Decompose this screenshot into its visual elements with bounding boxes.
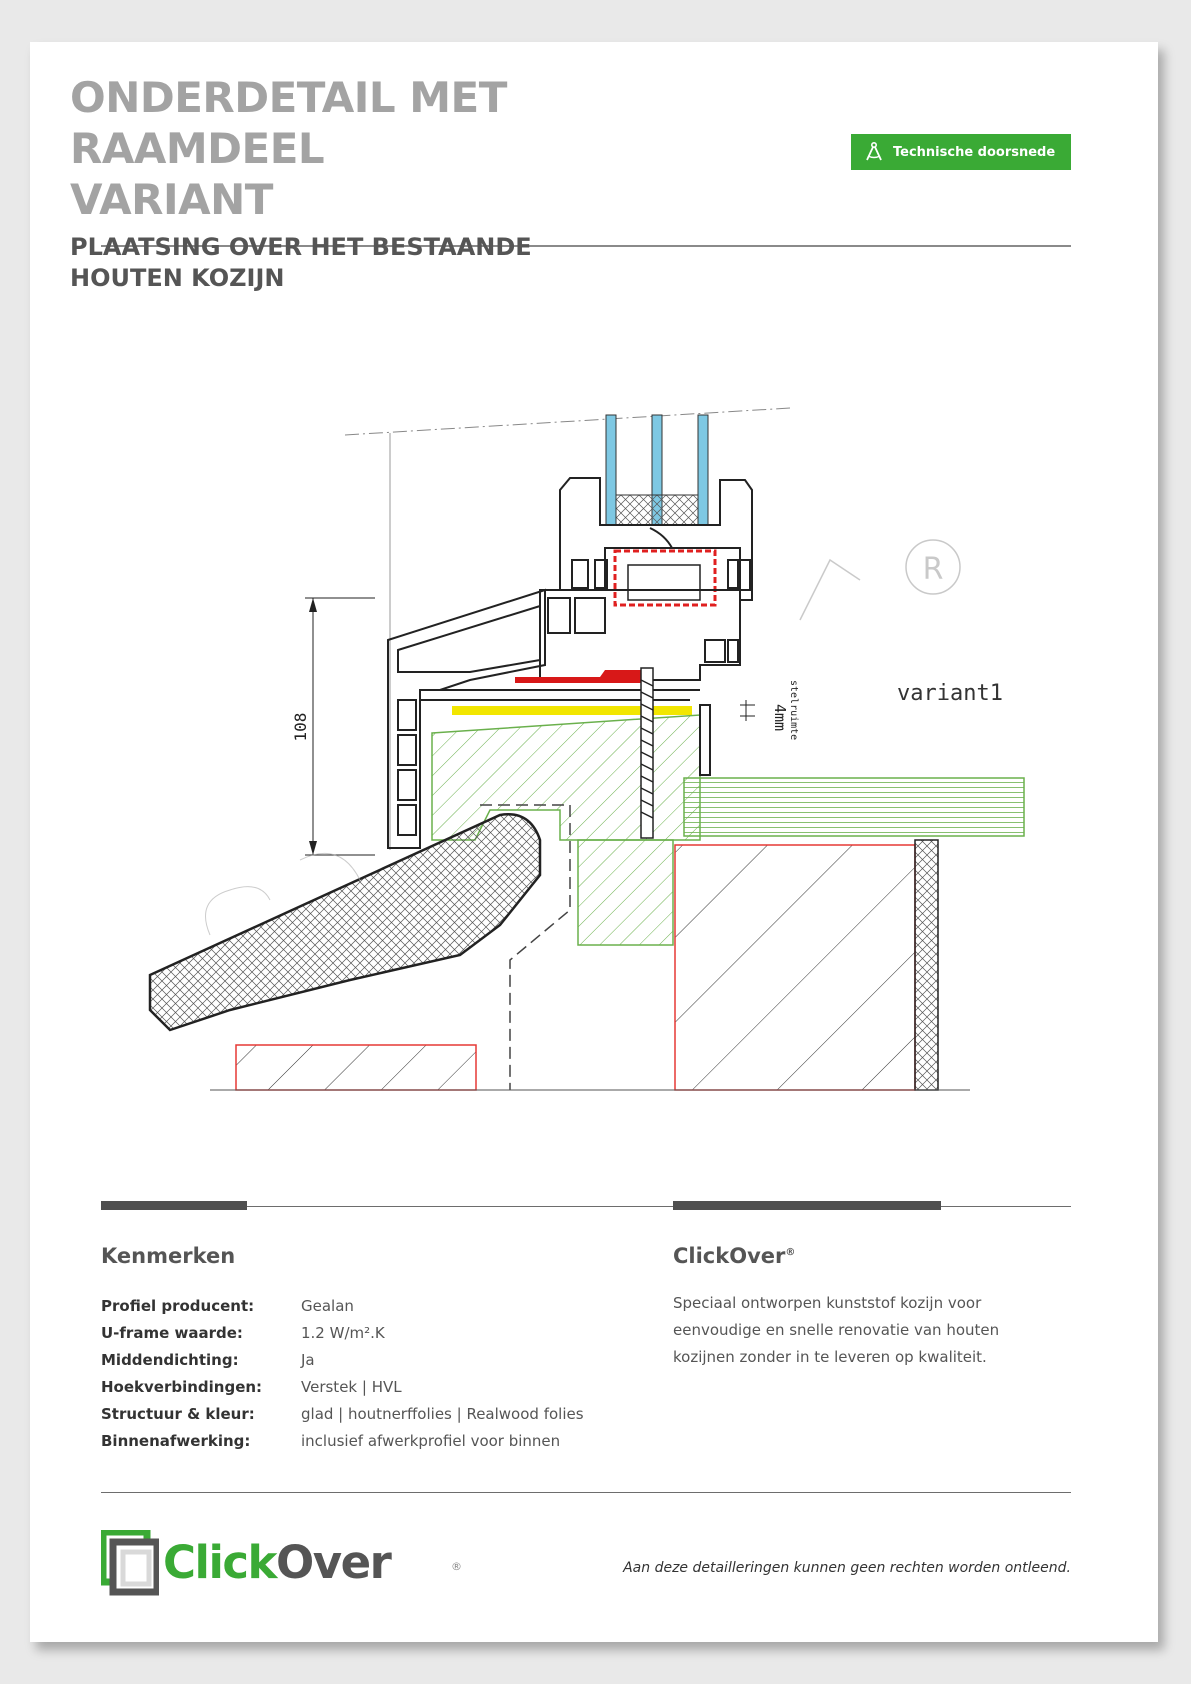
- interior-board: [683, 777, 1025, 837]
- product-heading-mark: ®: [785, 1247, 796, 1258]
- clickover-logo: ClickOver ®: [101, 1530, 462, 1600]
- registered-watermark: R: [799, 539, 961, 621]
- disclaimer: Aan deze detailleringen kunnen geen rech…: [623, 1560, 1071, 1576]
- feature-value: 1.2 W/m².K: [301, 1324, 385, 1342]
- foam-tape: [452, 706, 692, 715]
- product-description: Speciaal ontworpen kunststof kozijn voor…: [673, 1294, 1000, 1366]
- fixing-screw: [640, 667, 654, 839]
- glazing-unit: [605, 414, 709, 526]
- gap-note: stelruimte: [788, 680, 799, 740]
- feature-key: U-frame waarde:: [101, 1324, 243, 1342]
- feature-value: Gealan: [301, 1297, 354, 1315]
- watermark-stroke: [205, 852, 361, 936]
- height-dimension: 108: [291, 597, 375, 856]
- sash-profile: [559, 477, 753, 601]
- wood-subframe: [577, 839, 674, 946]
- variant-label: variant1: [897, 681, 1003, 706]
- features-heading: Kenmerken: [101, 1244, 236, 1268]
- page-title: ONDERDETAIL MET RAAMDEEL VARIANT: [70, 72, 770, 225]
- feature-row: Hoekverbindingen: Verstek | HVL: [101, 1378, 661, 1405]
- badge-label: Technische doorsnede: [893, 144, 1056, 160]
- feature-key: Profiel producent:: [101, 1297, 255, 1315]
- steel-reinforcement: [613, 549, 717, 607]
- feature-value: Verstek | HVL: [301, 1378, 402, 1396]
- section-subtitle-line-1: PLAATSING OVER HET BESTAANDE: [70, 233, 532, 261]
- feature-row: Binnenafwerking: inclusief afwerkprofiel …: [101, 1432, 661, 1459]
- feature-row: Profiel producent: Gealan: [101, 1297, 661, 1324]
- product-divider-accent: [673, 1201, 941, 1210]
- existing-wood-frame: [431, 714, 701, 841]
- logo-registered-mark: ®: [451, 1560, 462, 1573]
- product-heading-text: ClickOver: [673, 1244, 786, 1268]
- inner-wall: [674, 844, 916, 1091]
- logo-mark-icon: [101, 1530, 159, 1596]
- feature-row: Middendichting: Ja: [101, 1351, 661, 1378]
- logo-wordmark: ClickOver: [163, 1530, 392, 1596]
- dimension-label: 108: [291, 713, 310, 742]
- section-subtitle-line-2: HOUTEN KOZIJN: [70, 264, 285, 292]
- page-title-line-2: VARIANT: [70, 175, 273, 224]
- gap-annotation: 4mm stelruimte: [740, 680, 799, 740]
- compass-icon: [863, 141, 885, 163]
- outer-wall: [235, 1044, 477, 1091]
- svg-text:R: R: [923, 552, 944, 587]
- header-divider: [101, 245, 1071, 247]
- reference-line: [344, 407, 791, 436]
- product-heading: ClickOver®: [673, 1244, 795, 1268]
- feature-key: Binnenafwerking:: [101, 1432, 251, 1450]
- features-table: Profiel producent: Gealan U-frame waarde:…: [101, 1297, 661, 1459]
- feature-value: Ja: [301, 1351, 315, 1369]
- feature-row: Structuur & kleur: glad | houtnerffolies …: [101, 1405, 661, 1432]
- section-subtitle: PLAATSING OVER HET BESTAANDE HOUTEN KOZI…: [70, 232, 670, 294]
- feature-key: Hoekverbindingen:: [101, 1378, 263, 1396]
- feature-key: Structuur & kleur:: [101, 1405, 255, 1423]
- footer-divider: [101, 1492, 1071, 1493]
- window-sill: [148, 813, 542, 1032]
- feature-key: Middendichting:: [101, 1351, 239, 1369]
- logo-over: Over: [275, 1536, 392, 1589]
- page-title-line-1: ONDERDETAIL MET RAAMDEEL: [70, 73, 507, 173]
- features-divider-accent: [101, 1201, 247, 1210]
- plaster-layer: [914, 839, 939, 1091]
- technical-section-badge: Technische doorsnede: [851, 134, 1071, 170]
- features-divider-line: [101, 1206, 1071, 1207]
- logo-click: Click: [163, 1536, 277, 1589]
- gap-label: 4mm: [771, 704, 789, 731]
- existing-sill-outline: [480, 804, 571, 1090]
- technical-drawing: 108 4mm stelruimte variant1 R: [148, 407, 1025, 1091]
- feature-value: inclusief afwerkprofiel voor binnen: [301, 1432, 561, 1450]
- feature-row: U-frame waarde: 1.2 W/m².K: [101, 1324, 661, 1351]
- feature-value: glad | houtnerffolies | Realwood folies: [301, 1405, 584, 1423]
- seal-strip: [515, 670, 650, 683]
